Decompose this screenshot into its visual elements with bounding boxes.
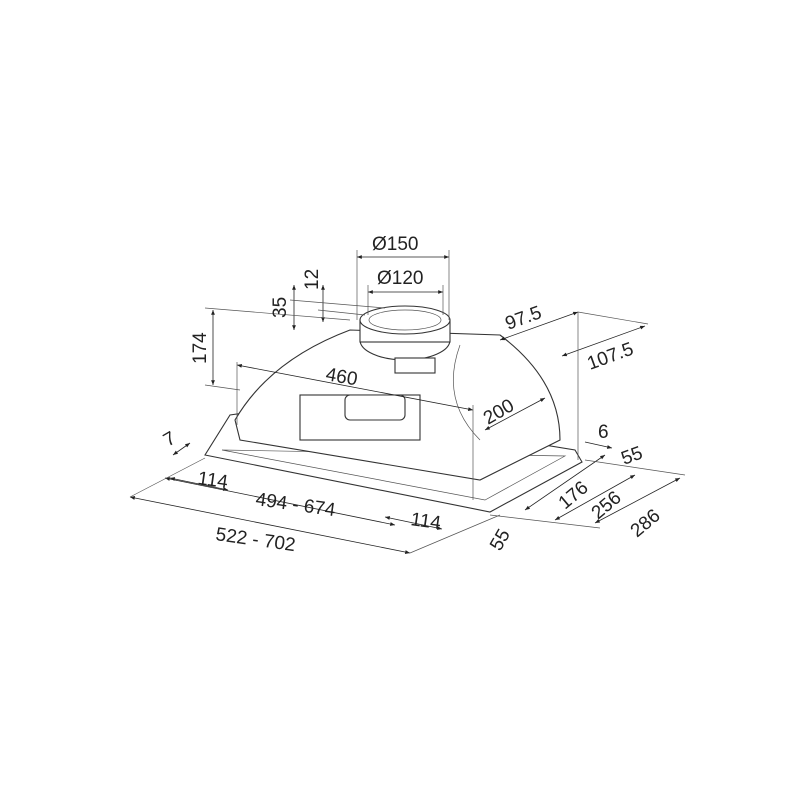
label-depth-cutout: 256 xyxy=(588,487,626,523)
label-edge-left: 114 xyxy=(196,468,229,493)
label-total-width: 522 - 702 xyxy=(214,524,296,556)
label-edge-right: 114 xyxy=(409,509,442,534)
outlet-inner-ring xyxy=(368,309,442,331)
outlet-collar-top xyxy=(359,305,451,335)
label-flange-left: 7 xyxy=(160,428,180,451)
outlet-flap xyxy=(394,357,436,374)
label-depth-offset-a: 97.5 xyxy=(503,302,545,334)
label-flange-right: 6 xyxy=(598,422,609,443)
label-outlet-outer: Ø150 xyxy=(372,234,418,255)
motor-cover xyxy=(344,394,406,421)
hood-body xyxy=(204,305,583,513)
label-depth-total: 286 xyxy=(627,505,665,541)
label-body-height: 174 xyxy=(190,332,211,364)
label-depth-inner: 176 xyxy=(555,477,593,513)
label-collar-height: 12 xyxy=(302,269,323,290)
label-outlet-inner: Ø120 xyxy=(377,268,423,289)
label-side-offset-front: 55 xyxy=(486,526,515,555)
label-depth-offset-b: 107.5 xyxy=(585,339,637,375)
label-collar-total: 35 xyxy=(270,297,291,318)
dimension-lines xyxy=(129,250,686,554)
label-cutout-width: 494 - 674 xyxy=(254,489,337,521)
